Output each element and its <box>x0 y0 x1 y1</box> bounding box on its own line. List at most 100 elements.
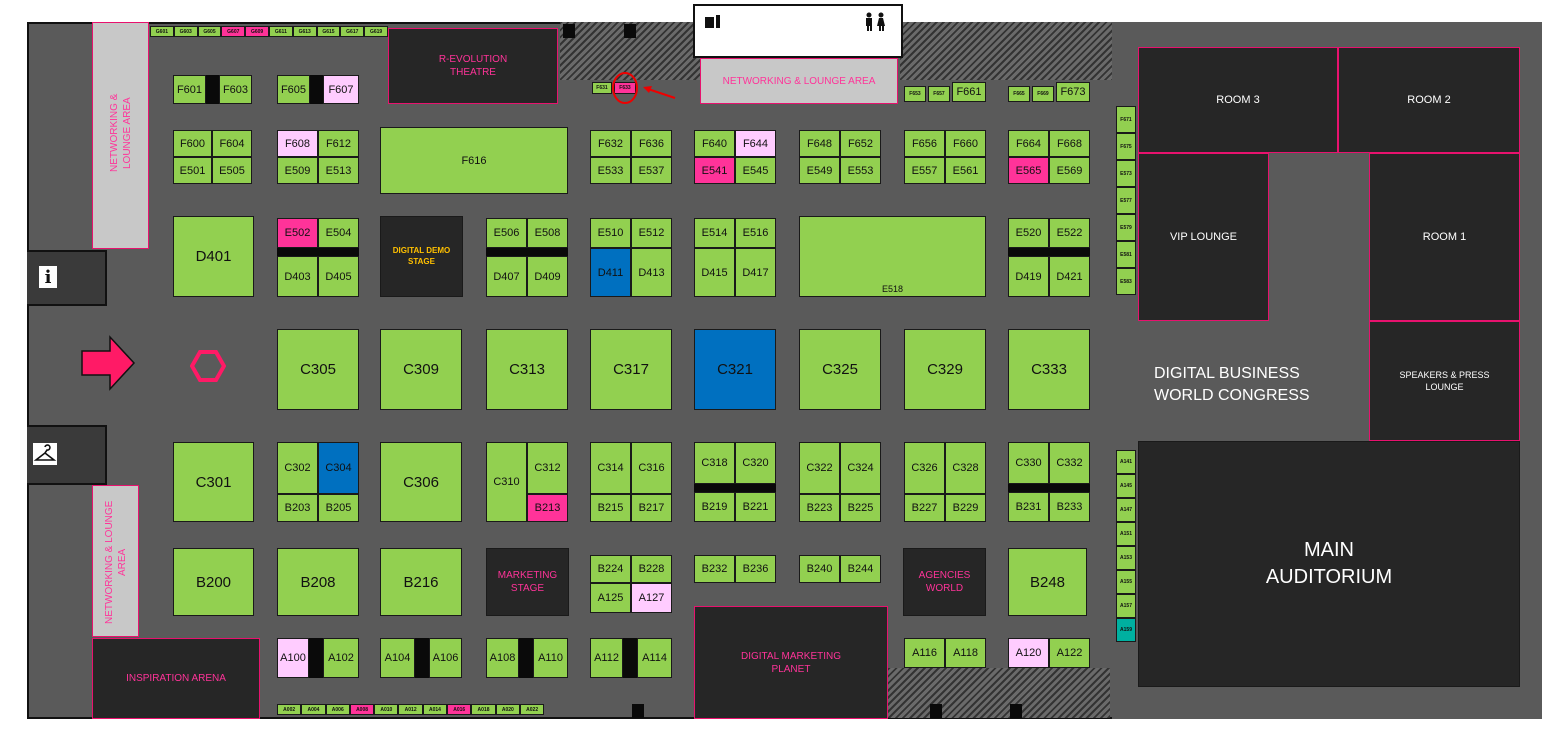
booth-C325[interactable]: C325 <box>799 329 881 410</box>
booth-A016[interactable]: A016 <box>447 704 472 715</box>
booth-F612[interactable]: F612 <box>318 130 359 157</box>
booth-A116[interactable]: A116 <box>904 638 945 668</box>
booth-A106[interactable]: A106 <box>429 638 462 678</box>
booth-A118[interactable]: A118 <box>945 638 986 668</box>
booth-E557[interactable]: E557 <box>904 157 945 184</box>
booth-C310[interactable]: C310 <box>486 442 527 522</box>
booth-A008[interactable]: A008 <box>349 704 375 715</box>
booth-E583[interactable]: E583 <box>1116 268 1136 295</box>
booth-D403[interactable]: D403 <box>277 256 318 297</box>
booth-C309[interactable]: C309 <box>380 329 462 410</box>
booth-F648[interactable]: F648 <box>799 130 840 157</box>
booth-E505[interactable]: E505 <box>212 157 252 184</box>
booth-D405[interactable]: D405 <box>318 256 359 297</box>
vip-lounge[interactable]: VIP LOUNGE <box>1138 153 1269 321</box>
booth-G605[interactable]: G605 <box>197 26 222 37</box>
booth-A010[interactable]: A010 <box>374 704 399 715</box>
booth-C328[interactable]: C328 <box>945 442 986 494</box>
booth-A147[interactable]: A147 <box>1116 498 1136 522</box>
booth-D421[interactable]: D421 <box>1049 256 1090 297</box>
booth-C324[interactable]: C324 <box>840 442 881 494</box>
booth-E533[interactable]: E533 <box>590 157 631 184</box>
booth-B208[interactable]: B208 <box>277 548 359 616</box>
digital-marketing-planet[interactable]: DIGITAL MARKETING PLANET <box>694 606 888 719</box>
booth-F657[interactable]: F657 <box>928 86 950 102</box>
booth-F671[interactable]: F671 <box>1116 106 1136 133</box>
booth-F669[interactable]: F669 <box>1032 86 1054 102</box>
booth-G601[interactable]: G601 <box>150 26 174 37</box>
booth-F665[interactable]: F665 <box>1008 86 1030 102</box>
booth-F661[interactable]: F661 <box>952 82 986 102</box>
booth-F600[interactable]: F600 <box>173 130 212 157</box>
booth-C306[interactable]: C306 <box>380 442 462 522</box>
booth-E579[interactable]: E579 <box>1116 214 1136 241</box>
booth-E573[interactable]: E573 <box>1116 160 1136 187</box>
booth-C312[interactable]: C312 <box>527 442 568 494</box>
booth-B205[interactable]: B205 <box>318 494 359 522</box>
booth-C317[interactable]: C317 <box>590 329 672 410</box>
booth-A145[interactable]: A145 <box>1116 474 1136 498</box>
booth-C314[interactable]: C314 <box>590 442 631 494</box>
booth-E549[interactable]: E549 <box>799 157 840 184</box>
booth-C302[interactable]: C302 <box>277 442 318 494</box>
booth-E553[interactable]: E553 <box>840 157 881 184</box>
booth-F668[interactable]: F668 <box>1049 130 1090 157</box>
booth-E522[interactable]: E522 <box>1049 218 1090 248</box>
room-1[interactable]: ROOM 1 <box>1369 153 1520 321</box>
booth-E518[interactable]: E518 <box>799 216 986 297</box>
booth-B227[interactable]: B227 <box>904 494 945 522</box>
booth-E510[interactable]: E510 <box>590 218 631 248</box>
booth-E520[interactable]: E520 <box>1008 218 1049 248</box>
booth-E516[interactable]: E516 <box>735 218 776 248</box>
booth-E506[interactable]: E506 <box>486 218 527 248</box>
booth-A159[interactable]: A159 <box>1116 618 1136 642</box>
booth-C304[interactable]: C304 <box>318 442 359 494</box>
booth-B213[interactable]: B213 <box>527 494 568 522</box>
booth-F673[interactable]: F673 <box>1056 82 1090 102</box>
booth-A141[interactable]: A141 <box>1116 450 1136 474</box>
booth-F652[interactable]: F652 <box>840 130 881 157</box>
booth-F632[interactable]: F632 <box>590 130 631 157</box>
booth-F603[interactable]: F603 <box>219 75 252 104</box>
booth-G619[interactable]: G619 <box>364 26 388 37</box>
booth-C332[interactable]: C332 <box>1049 442 1090 484</box>
booth-C305[interactable]: C305 <box>277 329 359 410</box>
booth-A012[interactable]: A012 <box>398 704 423 715</box>
booth-A100[interactable]: A100 <box>277 638 309 678</box>
booth-C329[interactable]: C329 <box>904 329 986 410</box>
booth-F675[interactable]: F675 <box>1116 133 1136 160</box>
booth-C321[interactable]: C321 <box>694 329 776 410</box>
digital-business-world-congress[interactable]: DIGITAL BUSINESS WORLD CONGRESS <box>1154 365 1310 404</box>
booth-D407[interactable]: D407 <box>486 256 527 297</box>
booth-C326[interactable]: C326 <box>904 442 945 494</box>
booth-E501[interactable]: E501 <box>173 157 212 184</box>
booth-C333[interactable]: C333 <box>1008 329 1090 410</box>
booth-A102[interactable]: A102 <box>323 638 359 678</box>
booth-E561[interactable]: E561 <box>945 157 986 184</box>
booth-A104[interactable]: A104 <box>380 638 415 678</box>
booth-C313[interactable]: C313 <box>486 329 568 410</box>
booth-F607[interactable]: F607 <box>323 75 359 104</box>
booth-E508[interactable]: E508 <box>527 218 568 248</box>
booth-B229[interactable]: B229 <box>945 494 986 522</box>
main-auditorium[interactable]: MAIN AUDITORIUM <box>1138 441 1520 687</box>
revolution-theatre[interactable]: R-EVOLUTION THEATRE <box>388 28 558 104</box>
booth-F604[interactable]: F604 <box>212 130 252 157</box>
booth-B203[interactable]: B203 <box>277 494 318 522</box>
booth-E577[interactable]: E577 <box>1116 187 1136 214</box>
booth-F631[interactable]: F631 <box>592 82 612 94</box>
marketing-stage[interactable]: MARKETING STAGE <box>486 548 569 616</box>
booth-A151[interactable]: A151 <box>1116 522 1136 546</box>
booth-D401[interactable]: D401 <box>173 216 254 297</box>
booth-F644[interactable]: F644 <box>735 130 776 157</box>
booth-A127[interactable]: A127 <box>631 583 672 613</box>
booth-B216[interactable]: B216 <box>380 548 462 616</box>
booth-F608[interactable]: F608 <box>277 130 318 157</box>
booth-B231[interactable]: B231 <box>1008 492 1049 522</box>
booth-G617[interactable]: G617 <box>340 26 365 37</box>
inspiration-arena[interactable]: INSPIRATION ARENA <box>92 638 260 719</box>
booth-D413[interactable]: D413 <box>631 248 672 297</box>
booth-D417[interactable]: D417 <box>735 248 776 297</box>
booth-A018[interactable]: A018 <box>471 704 496 715</box>
booth-F653[interactable]: F653 <box>904 86 926 102</box>
